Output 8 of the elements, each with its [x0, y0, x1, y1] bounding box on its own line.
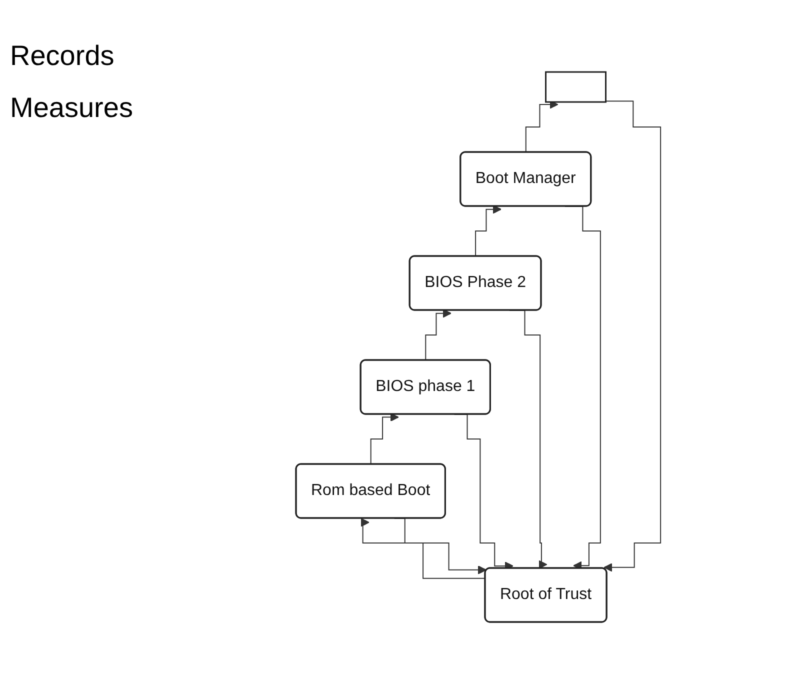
arrow [360, 518, 486, 579]
arrow [424, 308, 452, 361]
arrow [603, 100, 661, 572]
axis-label: Measures [10, 92, 134, 124]
arrow [474, 204, 502, 257]
axis-label: Records [10, 40, 116, 72]
arrow [370, 412, 399, 465]
node-box [544, 71, 606, 103]
